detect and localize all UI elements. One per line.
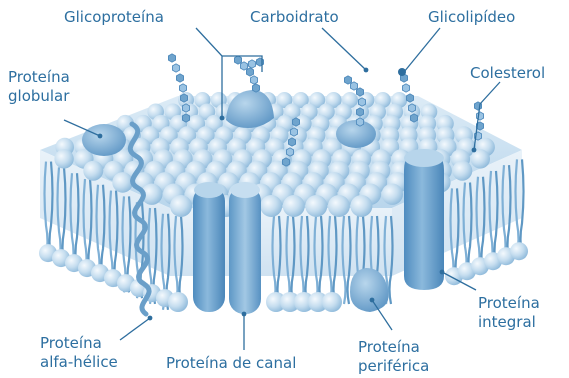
hexagon-chain-icon bbox=[402, 84, 409, 92]
hexagon-chain-icon bbox=[410, 114, 417, 122]
label-glicolipideo: Glicolipídeo bbox=[428, 8, 515, 27]
label-proteina-alfa-helice-line1: Proteína bbox=[40, 334, 118, 353]
lipid-head bbox=[83, 161, 103, 181]
lipid-head bbox=[328, 195, 350, 217]
dot-icon bbox=[242, 312, 247, 317]
lipid-head bbox=[452, 161, 472, 181]
label-proteina-globular: Proteína globular bbox=[8, 68, 70, 106]
hexagon-chain-icon bbox=[172, 64, 179, 72]
label-proteina-periferica-line2: periférica bbox=[358, 357, 429, 376]
hexagon-chain-icon bbox=[182, 104, 189, 112]
lipid-head bbox=[350, 195, 372, 217]
hexagon-chain-icon bbox=[240, 62, 247, 70]
label-proteina-de-canal: Proteína de canal bbox=[166, 354, 296, 373]
dot-icon bbox=[220, 116, 225, 121]
label-proteina-integral: Proteína integral bbox=[478, 294, 540, 332]
label-proteina-de-canal-text: Proteína de canal bbox=[166, 354, 296, 373]
lipid-head bbox=[260, 195, 282, 217]
label-glicoproteina: Glicoproteína bbox=[64, 8, 164, 27]
label-proteina-globular-line1: Proteína bbox=[8, 68, 70, 87]
hexagon-chain-icon bbox=[356, 118, 363, 126]
lipid-head bbox=[168, 292, 188, 312]
leader-glicolipideo bbox=[404, 28, 440, 72]
label-glicoproteina-text: Glicoproteína bbox=[64, 8, 164, 27]
globular-protein bbox=[82, 124, 126, 156]
label-proteina-integral-line1: Proteína bbox=[478, 294, 540, 313]
lipid-head bbox=[510, 242, 528, 260]
label-carboidrato: Carboidrato bbox=[250, 8, 339, 27]
label-proteina-globular-line2: globular bbox=[8, 87, 70, 106]
hexagon-chain-icon bbox=[282, 158, 289, 166]
dot-icon bbox=[364, 68, 369, 73]
hexagon-chain-icon bbox=[176, 74, 183, 82]
lipid-head bbox=[170, 195, 192, 217]
label-proteina-periferica: Proteína periférica bbox=[358, 338, 429, 376]
label-carboidrato-text: Carboidrato bbox=[250, 8, 339, 27]
dot-icon bbox=[148, 316, 153, 321]
hexagon-chain-icon bbox=[290, 128, 297, 136]
hexagon-chain-icon bbox=[246, 68, 253, 76]
lipid-head bbox=[382, 184, 403, 205]
hexagon-chain-icon bbox=[356, 108, 363, 116]
hexagon-chain-icon bbox=[358, 98, 365, 106]
label-proteina-alfa-helice-line2: alfa-hélice bbox=[40, 353, 118, 372]
dot-icon bbox=[440, 270, 445, 275]
dot-icon bbox=[98, 134, 103, 139]
hexagon-chain-icon bbox=[252, 84, 259, 92]
label-proteina-alfa-helice: Proteína alfa-hélice bbox=[40, 334, 118, 372]
leader-carboidrato bbox=[322, 28, 366, 70]
integral-protein bbox=[404, 149, 444, 290]
hexagon-chain-icon bbox=[408, 104, 415, 112]
dot-icon bbox=[370, 298, 375, 303]
hexagon-chain-icon bbox=[350, 82, 357, 90]
hexagon-chain-icon bbox=[180, 94, 187, 102]
hexagon-chain-icon bbox=[356, 88, 363, 96]
hexagon-chain-icon bbox=[234, 56, 241, 64]
lipid-head bbox=[305, 195, 327, 217]
label-colesterol-text: Colesterol bbox=[470, 64, 545, 83]
hexagon-chain-icon bbox=[344, 76, 351, 84]
lipid-head bbox=[54, 149, 73, 168]
lipid-head bbox=[112, 172, 133, 193]
hexagon-chain-icon bbox=[250, 76, 257, 84]
hexagon-chain-icon bbox=[288, 138, 295, 146]
lipid-head bbox=[322, 292, 342, 312]
label-proteina-integral-line2: integral bbox=[478, 313, 540, 332]
dot-icon bbox=[472, 148, 477, 153]
leader-alfa-helice bbox=[120, 318, 150, 340]
label-colesterol: Colesterol bbox=[470, 64, 545, 83]
label-proteina-periferica-line1: Proteína bbox=[358, 338, 429, 357]
hexagon-chain-icon bbox=[248, 60, 255, 68]
hexagon-chain-icon bbox=[292, 118, 299, 126]
hexagon-chain-icon bbox=[182, 114, 189, 122]
lipid-head bbox=[283, 195, 305, 217]
hexagon-chain-icon bbox=[168, 54, 175, 62]
hexagon-chain-icon bbox=[286, 148, 293, 156]
label-glicolipideo-text: Glicolipídeo bbox=[428, 8, 515, 27]
hexagon-chain-icon bbox=[179, 84, 186, 92]
hexagon-chain-icon bbox=[406, 94, 413, 102]
